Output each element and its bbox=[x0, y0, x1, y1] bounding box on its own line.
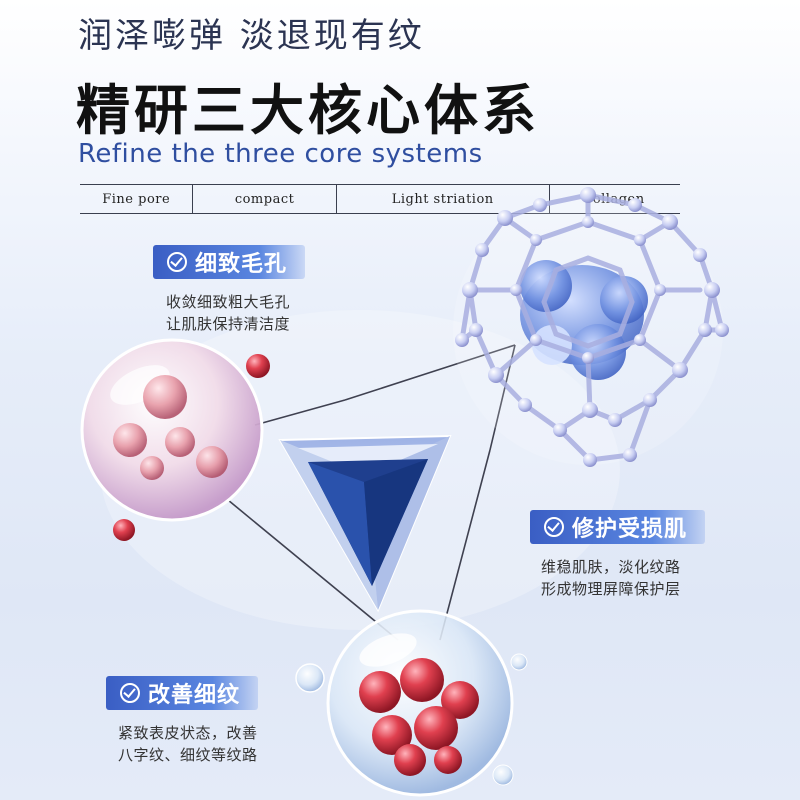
benefit-title: 改善细纹 bbox=[148, 683, 241, 708]
pore-sphere-graphic bbox=[80, 338, 270, 541]
pillar-fine-pore: Fine pore bbox=[80, 185, 194, 213]
benefit-line: 紧致表皮状态，改善 bbox=[118, 724, 258, 742]
benefit-badge-wrinkles: 改善细纹 bbox=[106, 676, 259, 710]
check-circle-icon bbox=[167, 252, 187, 272]
benefit-title: 修护受损肌 bbox=[572, 517, 688, 542]
benefit-line: 收敛细致粗大毛孔 bbox=[166, 293, 291, 311]
benefit-description: 维稳肌肤，淡化纹路 形成物理屏障保护层 bbox=[541, 556, 681, 600]
benefit-badge-repair: 修护受损肌 bbox=[530, 510, 706, 544]
check-circle-icon bbox=[544, 517, 564, 537]
benefit-line: 八字纹、细纹等纹路 bbox=[118, 746, 258, 764]
fullerene-graphic bbox=[453, 187, 729, 467]
benefit-badge-pores: 细致毛孔 bbox=[153, 245, 306, 279]
page-subtitle: Refine the three core systems bbox=[78, 139, 483, 169]
page-title: 精研三大核心体系 bbox=[76, 79, 540, 142]
wrinkle-sphere-graphic bbox=[295, 609, 528, 797]
benefit-description: 收敛细致粗大毛孔 让肌肤保持清洁度 bbox=[166, 291, 290, 335]
benefit-line: 让肌肤保持清洁度 bbox=[166, 315, 291, 333]
tagline: 润泽嘭弹 淡退现有纹 bbox=[78, 16, 425, 56]
pillar-bar: Fine pore compact Light striation collag… bbox=[80, 184, 680, 214]
pyramid-graphic bbox=[278, 434, 452, 613]
benefit-description: 紧致表皮状态，改善 八字纹、细纹等纹路 bbox=[118, 722, 258, 766]
benefit-title: 细致毛孔 bbox=[195, 252, 288, 277]
benefit-line: 形成物理屏障保护层 bbox=[541, 580, 681, 598]
check-circle-icon bbox=[120, 683, 140, 703]
connector-lines bbox=[227, 344, 516, 641]
pillar-light-striation: Light striation bbox=[337, 185, 550, 213]
benefit-line: 维稳肌肤，淡化纹路 bbox=[541, 558, 681, 576]
pillar-compact: compact bbox=[193, 185, 337, 213]
